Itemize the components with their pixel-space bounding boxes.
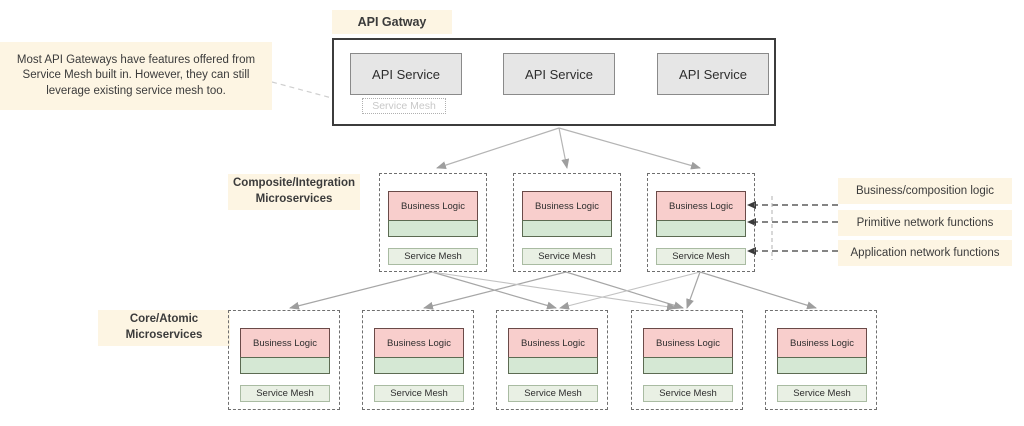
tier-label-core-line2: Microservices [125, 329, 203, 341]
composite-service-1[interactable]: Business Logic Service Mesh [379, 173, 487, 272]
legend-item-0-label: Business/composition logic [855, 185, 995, 197]
core-service-2-network-strip [374, 357, 464, 374]
core-service-5-business-logic: Business Logic [777, 328, 867, 357]
core-service-2-service-mesh-label: Service Mesh [390, 388, 448, 399]
core-service-5-network-strip [777, 357, 867, 374]
legend-item-1-label: Primitive network functions [856, 217, 994, 229]
composite-service-3-service-mesh[interactable]: Service Mesh [656, 248, 746, 265]
core-service-3[interactable]: Business Logic Service Mesh [496, 310, 608, 410]
api-service-3[interactable]: API Service [657, 53, 769, 95]
composite-service-1-network-strip [388, 220, 478, 237]
core-service-5-service-mesh[interactable]: Service Mesh [777, 385, 867, 402]
api-gateway-title-text: API Gatway [357, 14, 427, 29]
core-service-1[interactable]: Business Logic Service Mesh [228, 310, 340, 410]
composite-service-1-business-logic-label: Business Logic [401, 200, 465, 212]
composite-to-core-arrows [289, 271, 817, 311]
api-service-2-label: API Service [525, 66, 593, 82]
core-service-4-business-logic-label: Business Logic [656, 337, 720, 349]
core-service-4[interactable]: Business Logic Service Mesh [631, 310, 743, 410]
core-service-5-business-logic-label: Business Logic [790, 337, 854, 349]
tier-label-core: Core/Atomic Microservices [98, 310, 230, 346]
composite-service-2-service-mesh[interactable]: Service Mesh [522, 248, 612, 265]
api-service-2[interactable]: API Service [503, 53, 615, 95]
composite-service-3-network-strip [656, 220, 746, 237]
core-service-2-business-logic: Business Logic [374, 328, 464, 357]
composite-service-2-business-logic-label: Business Logic [535, 200, 599, 212]
core-service-1-service-mesh[interactable]: Service Mesh [240, 385, 330, 402]
composite-service-3-business-logic: Business Logic [656, 191, 746, 220]
core-service-5[interactable]: Business Logic Service Mesh [765, 310, 877, 410]
core-service-4-service-mesh-label: Service Mesh [659, 388, 717, 399]
core-service-3-service-mesh-label: Service Mesh [524, 388, 582, 399]
core-service-3-business-logic-label: Business Logic [521, 337, 585, 349]
core-service-4-business-logic: Business Logic [643, 328, 733, 357]
core-service-1-network-strip [240, 357, 330, 374]
composite-service-2-service-mesh-label: Service Mesh [538, 251, 596, 262]
api-service-3-label: API Service [679, 66, 747, 82]
composite-service-3-business-logic-label: Business Logic [669, 200, 733, 212]
core-service-3-network-strip [508, 357, 598, 374]
core-service-1-business-logic-label: Business Logic [253, 337, 317, 349]
legend-item-application-network-functions: Application network functions [838, 240, 1012, 266]
core-service-3-business-logic: Business Logic [508, 328, 598, 357]
tier-label-composite-line1: Composite/Integration [232, 177, 356, 190]
composite-service-1-service-mesh[interactable]: Service Mesh [388, 248, 478, 265]
gateway-to-composite-arrows [436, 127, 701, 170]
core-service-2-service-mesh[interactable]: Service Mesh [374, 385, 464, 402]
core-service-1-business-logic: Business Logic [240, 328, 330, 357]
composite-service-3[interactable]: Business Logic Service Mesh [647, 173, 755, 272]
api-service-1[interactable]: API Service [350, 53, 462, 95]
core-service-4-service-mesh[interactable]: Service Mesh [643, 385, 733, 402]
tier-label-composite: Composite/Integration Microservices [228, 174, 360, 210]
composite-service-3-service-mesh-label: Service Mesh [672, 251, 730, 262]
api-gateway-title: API Gatway [332, 10, 452, 34]
api-service-1-label: API Service [372, 66, 440, 82]
core-service-3-service-mesh[interactable]: Service Mesh [508, 385, 598, 402]
tier-label-composite-line2: Microservices [255, 193, 333, 205]
gateway-service-mesh-label: Service Mesh [372, 100, 436, 112]
composite-service-1-business-logic: Business Logic [388, 191, 478, 220]
legend-connectors [747, 196, 838, 260]
gateway-callout-text: Most API Gateways have features offered … [16, 53, 256, 97]
core-service-2[interactable]: Business Logic Service Mesh [362, 310, 474, 410]
core-service-4-network-strip [643, 357, 733, 374]
legend-item-2-label: Application network functions [850, 247, 1000, 259]
composite-service-2-business-logic: Business Logic [522, 191, 612, 220]
gateway-service-mesh[interactable]: Service Mesh [362, 98, 446, 114]
tier-label-core-line1: Core/Atomic [129, 313, 199, 326]
gateway-callout-note: Most API Gateways have features offered … [0, 42, 272, 110]
core-service-2-business-logic-label: Business Logic [387, 337, 451, 349]
composite-service-2-network-strip [522, 220, 612, 237]
composite-service-1-service-mesh-label: Service Mesh [404, 251, 462, 262]
composite-service-2[interactable]: Business Logic Service Mesh [513, 173, 621, 272]
legend-item-business-composition-logic: Business/composition logic [838, 178, 1012, 204]
core-service-5-service-mesh-label: Service Mesh [793, 388, 851, 399]
core-service-1-service-mesh-label: Service Mesh [256, 388, 314, 399]
legend-item-primitive-network-functions: Primitive network functions [838, 210, 1012, 236]
